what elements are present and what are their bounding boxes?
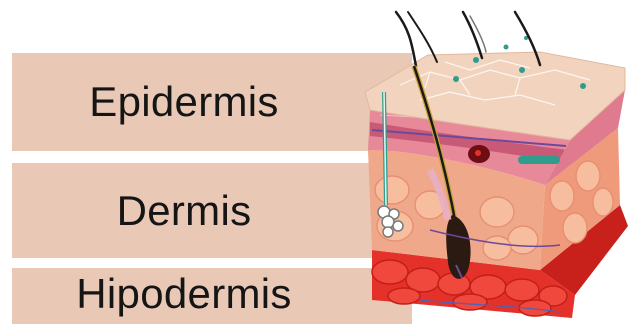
skin-cross-section-illustration xyxy=(0,0,631,324)
